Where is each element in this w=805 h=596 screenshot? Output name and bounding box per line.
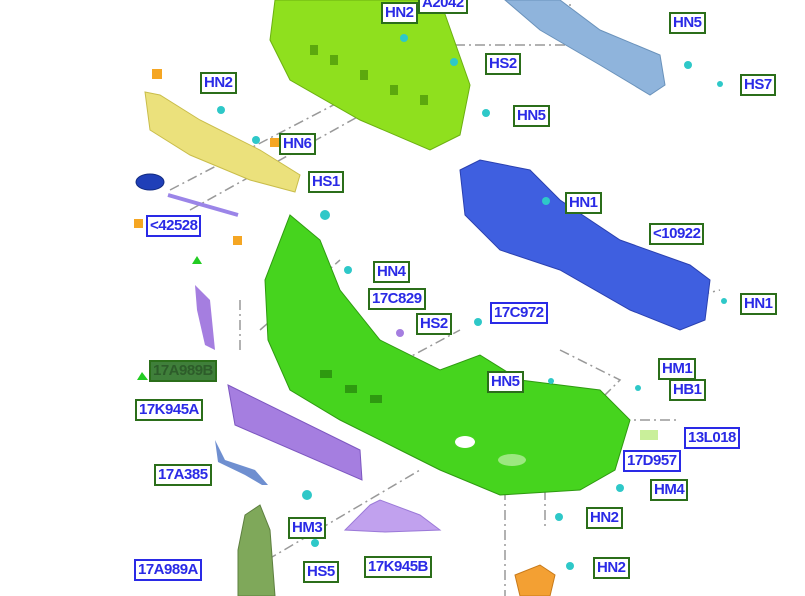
callout-hn5-lower[interactable]: HN5 (487, 371, 524, 393)
arrow-marker-icons (137, 256, 202, 380)
callout-hm1[interactable]: HM1 (658, 358, 697, 380)
grille-slots (310, 45, 428, 105)
callout-ref-42528[interactable]: <42528 (146, 215, 202, 237)
callout-17d957[interactable]: 17D957 (623, 450, 681, 472)
callout-hn2-bottom[interactable]: HN2 (593, 557, 630, 579)
callout-a2042[interactable]: A2042 (418, 0, 468, 14)
callout-hm3[interactable]: HM3 (288, 517, 327, 539)
clip-icons (134, 69, 279, 245)
callout-hn1-upper[interactable]: HN1 (565, 192, 602, 214)
callout-17k945b[interactable]: 17K945B (364, 556, 432, 578)
callout-hn4[interactable]: HN4 (373, 261, 410, 283)
cover-13l018-part (640, 430, 658, 440)
fastener-icons (217, 34, 727, 570)
bumper-cover-part (264, 214, 631, 496)
grille-insert-17k945b-part (343, 499, 442, 533)
callout-hs7[interactable]: HS7 (740, 74, 776, 96)
bumper-openings (320, 370, 526, 466)
callout-17a385[interactable]: 17A385 (154, 464, 212, 486)
callout-hn5-mid[interactable]: HN5 (513, 105, 550, 127)
side-bracket-17a989b-part (195, 285, 215, 350)
callout-hm4[interactable]: HM4 (650, 479, 689, 501)
callout-17a989a[interactable]: 17A989A (134, 559, 202, 581)
energy-absorber-part (504, 0, 666, 96)
callout-17c972[interactable]: 17C972 (490, 302, 548, 324)
trim-strip-part (167, 193, 239, 217)
yellow-grille-part (144, 91, 301, 193)
callout-13l018[interactable]: 13L018 (684, 427, 740, 449)
callout-17a989b[interactable]: 17A989B (149, 360, 217, 382)
callout-hn6[interactable]: HN6 (279, 133, 316, 155)
deflector-17k945a-part (227, 384, 363, 481)
callout-hs5[interactable]: HS5 (303, 561, 339, 583)
callout-hs1[interactable]: HS1 (308, 171, 344, 193)
callout-hs2-lower[interactable]: HS2 (416, 313, 452, 335)
bumper-reinforcement-part (459, 159, 711, 331)
callout-hn2-grille[interactable]: HN2 (200, 72, 237, 94)
upper-grille-part (269, 0, 471, 151)
splash-shield-17a989a-part (237, 504, 276, 596)
callout-17c829[interactable]: 17C829 (368, 288, 426, 310)
ford-badge-part (135, 173, 165, 191)
callout-ref-10922[interactable]: <10922 (649, 223, 705, 245)
callout-hn5-topright[interactable]: HN5 (669, 12, 706, 34)
callout-17k945a[interactable]: 17K945A (135, 399, 203, 421)
callout-hn2-lower[interactable]: HN2 (586, 507, 623, 529)
fog-lamp-bracket-part (514, 564, 556, 596)
callout-hs2-top[interactable]: HS2 (485, 53, 521, 75)
bracket-17a385-part (215, 440, 268, 485)
callout-hn1-lower[interactable]: HN1 (740, 293, 777, 315)
callout-hn2-top[interactable]: HN2 (381, 2, 418, 24)
callout-hb1[interactable]: HB1 (669, 379, 706, 401)
